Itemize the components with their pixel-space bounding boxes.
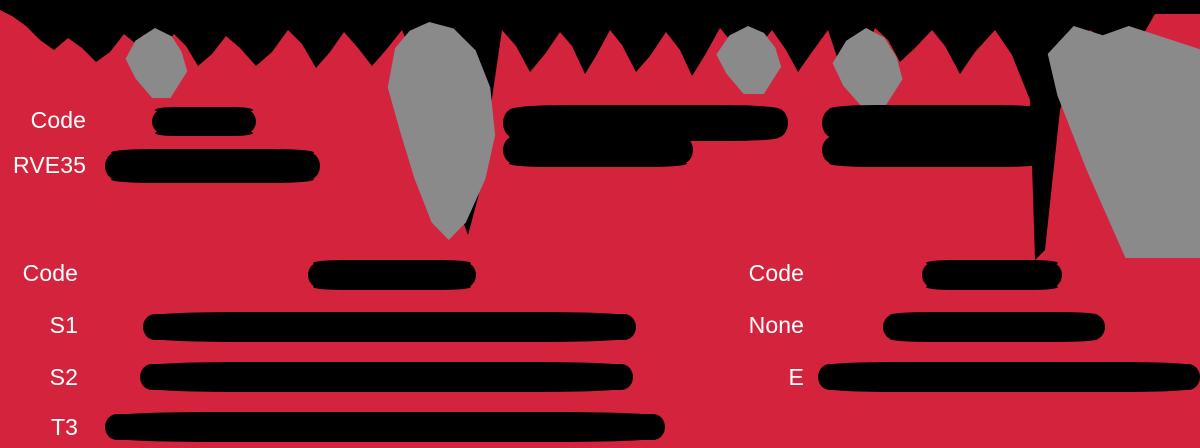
redacted-value (105, 411, 665, 443)
table-row: T3 (0, 411, 700, 446)
table-row: RVE35 (0, 149, 500, 186)
row-label-t3: T3 (50, 414, 78, 440)
row-label-code: Code (22, 260, 78, 286)
table-row: None (700, 310, 1200, 344)
row-label-s2: S2 (49, 364, 78, 390)
redacted-value (152, 106, 256, 137)
redacted-value (503, 133, 693, 167)
row-label-code: Code (748, 260, 804, 286)
redacted-value (922, 259, 1062, 291)
redacted-value (140, 361, 633, 393)
table-row: Code (0, 258, 700, 292)
row-label-code: Code (30, 107, 86, 133)
table-row: Code (0, 105, 500, 139)
row-label-e: E (788, 364, 804, 390)
table-row (0, 100, 1200, 170)
redacted-value (105, 149, 320, 183)
redacted-value (818, 361, 1200, 393)
table-row: Code (700, 258, 1200, 292)
redacted-value (143, 311, 636, 343)
redacted-value (308, 259, 476, 291)
row-label-rve35: RVE35 (13, 152, 86, 178)
table-row: S1 (0, 310, 700, 344)
redacted-value (822, 133, 1050, 167)
table-row: S2 (0, 361, 700, 396)
row-label-none: None (748, 312, 804, 338)
row-label-s1: S1 (49, 312, 78, 338)
table-row: E (700, 361, 1200, 396)
redacted-value (883, 311, 1105, 343)
